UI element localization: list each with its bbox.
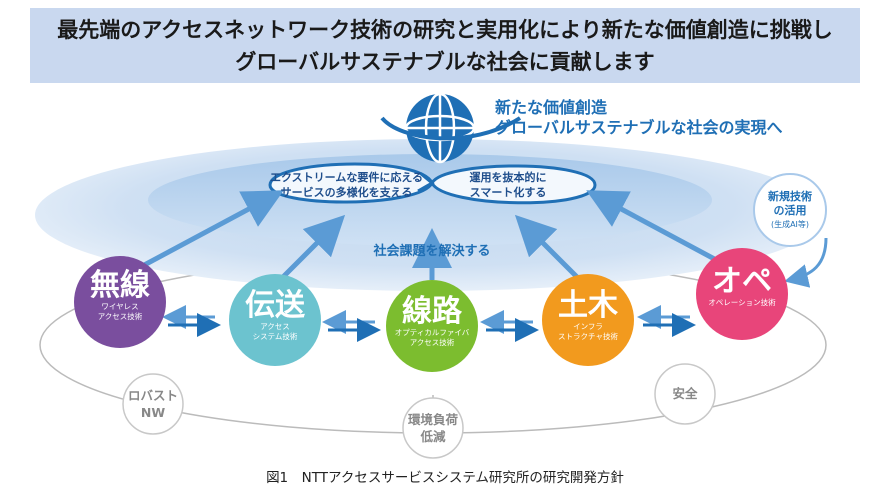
banner-line-2: グローバルサステナブルな社会に貢献します [235, 49, 655, 74]
node-line: 線路 オプティカルファイバ アクセス技術 [394, 294, 470, 348]
node-wireless: 無線 ワイヤレス アクセス技術 [90, 268, 150, 322]
loop-left-text: エクストリームな要件に応える サービスの多様化を支える [269, 171, 423, 199]
foundation-circle-robust [122, 373, 184, 435]
node-circle-line [386, 280, 478, 372]
node-circle-civil [542, 274, 634, 366]
goal-title: 新たな価値創造 グローバルサステナブルな社会の実現へ [495, 98, 783, 137]
foundation-safety: 安全 [672, 386, 698, 401]
banner: 最先端のアクセスネットワーク技術の研究と実用化により新たな価値創造に挑戦し グロ… [30, 8, 860, 83]
foundation-circle-environment [402, 397, 464, 459]
figure-caption: 図1 NTTアクセスサービスシステム研究所の研究開発方針 [266, 470, 624, 486]
new-tech-label: 新規技術 の活用 (生成AI等) [768, 190, 812, 229]
new-tech-circle [753, 173, 827, 247]
inner-disc [148, 154, 712, 246]
foundation-robust: ロバスト NW [127, 388, 178, 420]
node-circle-transmission [229, 274, 321, 366]
node-circle-wireless [74, 256, 166, 348]
node-operation: オペ オペレーション技術 [708, 264, 776, 308]
foundation-circle-safety [654, 363, 716, 425]
loop-right-text: 運用を抜本的に スマート化する [469, 171, 547, 199]
banner-line-1: 最先端のアクセスネットワーク技術の研究と実用化により新たな価値創造に挑戦し [57, 17, 833, 42]
globe-icon [380, 92, 522, 164]
social-issue-label: 社会課題を解決する [373, 244, 491, 259]
node-circle-operation [696, 248, 788, 340]
foundation-environment: 環境負荷 低減 [407, 412, 458, 444]
node-civil: 土木 インフラ ストラクチャ技術 [558, 288, 618, 342]
node-transmission: 伝送 アクセス システム技術 [245, 288, 305, 342]
